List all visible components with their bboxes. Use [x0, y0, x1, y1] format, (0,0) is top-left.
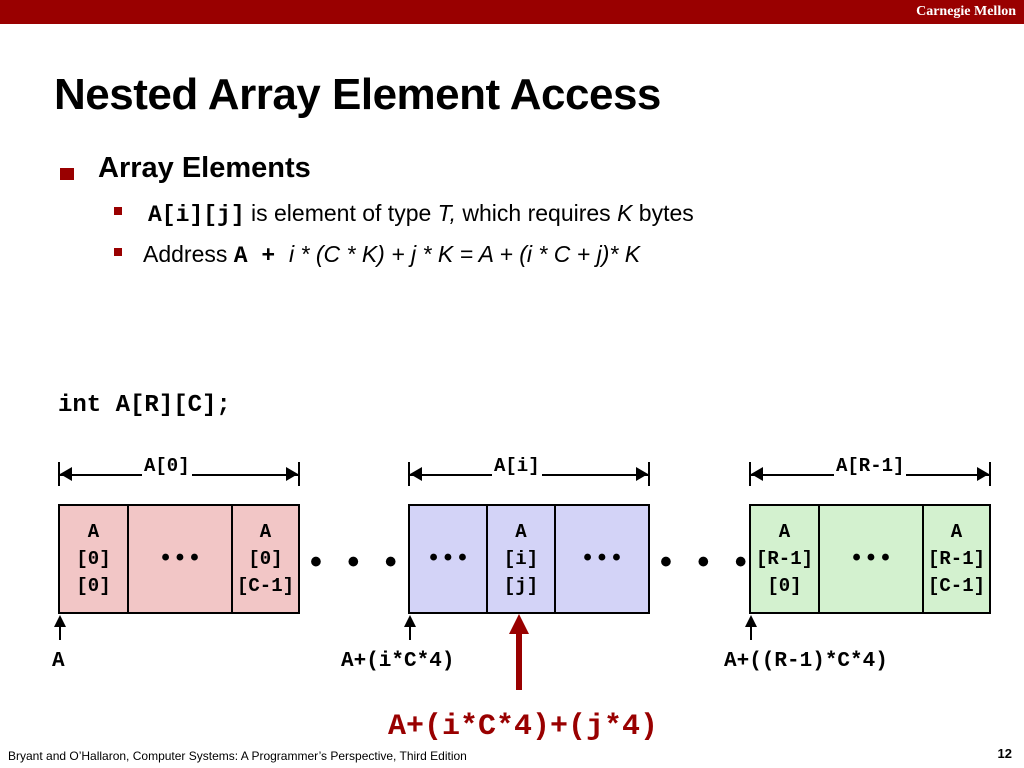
address-a: A [52, 650, 65, 673]
address-ar: A+((R-1)*C*4) [724, 650, 888, 673]
footer-citation: Bryant and O’Hallaron, Computer Systems:… [8, 749, 467, 763]
dim-tick [648, 462, 650, 486]
arrow-up-icon [745, 615, 757, 627]
cell-ellipsis: ••• [408, 504, 488, 614]
sub-bullet-icon [114, 248, 122, 256]
arrow-right-icon [636, 467, 648, 481]
line1-text3: bytes [632, 200, 694, 226]
code-a-plus: A + [233, 243, 289, 269]
arrow-up-icon [54, 615, 66, 627]
arrow-right-icon [977, 467, 989, 481]
line1-text2: which requires [456, 200, 618, 226]
address-ai: A+(i*C*4) [341, 650, 455, 673]
address-prefix: Address [143, 241, 234, 267]
cell-ellipsis: ••• [818, 504, 924, 614]
row-label-ar: A[R-1] [834, 455, 907, 477]
arrow-left-icon [60, 467, 72, 481]
page-number: 12 [997, 746, 1012, 761]
cell-ellipsis: ••• [554, 504, 650, 614]
row-label-ai: A[i] [492, 455, 542, 477]
cell-a0c: A [0] [C-1] [231, 504, 300, 614]
cell-a00: A [0] [0] [58, 504, 129, 614]
slide-title: Nested Array Element Access [54, 70, 661, 119]
red-arrow-up-icon [509, 614, 529, 634]
bullet-line-2: Address A + i * (C * K) + j * K = A + (i… [143, 241, 640, 269]
arrow-left-icon [751, 467, 763, 481]
code-aij: A[i][j] [148, 202, 245, 228]
section-heading: Array Elements [98, 152, 311, 184]
brand-label: Carnegie Mellon [916, 4, 1016, 19]
header-bar: Carnegie Mellon [0, 0, 1024, 24]
dim-tick [58, 462, 60, 486]
arrow-left-icon [410, 467, 422, 481]
row-separator-dots: • • • [310, 543, 405, 581]
dim-tick [298, 462, 300, 486]
row-label-a0: A[0] [142, 455, 192, 477]
cell-aij: A [i] [j] [486, 504, 556, 614]
dim-tick [989, 462, 991, 486]
arrow-stem [59, 626, 61, 640]
row-separator-dots: • • • [660, 543, 755, 581]
cell-arc: A [R-1] [C-1] [922, 504, 991, 614]
bullet-line-1: A[i][j] is element of type T, which requ… [148, 200, 694, 228]
line1-text: is element of type [244, 200, 438, 226]
arrow-right-icon [286, 467, 298, 481]
dim-tick [408, 462, 410, 486]
type-t: T, [437, 200, 456, 226]
address-aij: A+(i*C*4)+(j*4) [388, 710, 659, 744]
red-arrow-stem [516, 632, 522, 690]
bullet-square-icon [60, 168, 74, 180]
arrow-up-icon [404, 615, 416, 627]
sub-bullet-icon [114, 207, 122, 215]
arrow-stem [750, 626, 752, 640]
cell-ellipsis: ••• [127, 504, 233, 614]
address-expression: i * (C * K) + j * K = A + (i * C + j)* K [288, 241, 641, 267]
cell-ar0: A [R-1] [0] [749, 504, 820, 614]
array-declaration: int A[R][C]; [58, 392, 231, 419]
dim-tick [749, 462, 751, 486]
k-var: K [617, 200, 633, 226]
arrow-stem [409, 626, 411, 640]
